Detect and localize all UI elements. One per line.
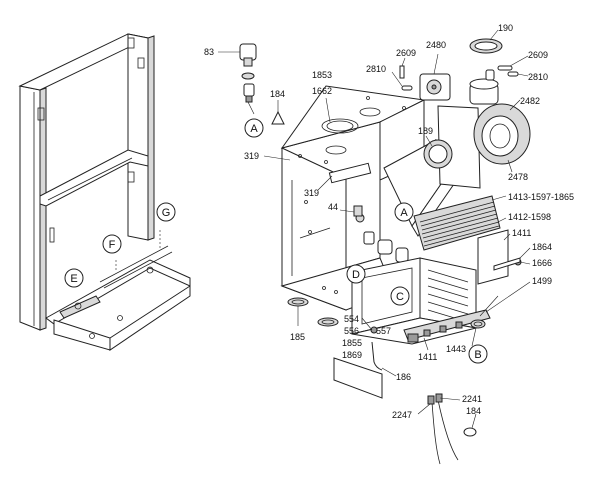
label-554: 554 <box>344 314 359 324</box>
label-1411-bottom: 1411 <box>418 352 437 362</box>
label-2482: 2482 <box>520 96 540 106</box>
callout-c: C <box>390 286 410 306</box>
small-parts <box>239 43 477 465</box>
label-557: 557 <box>376 326 391 336</box>
label-1413-1597-1865: 1413-1597-1865 <box>508 192 574 202</box>
label-184-bottom: 184 <box>466 406 481 416</box>
label-189: 189 <box>418 126 433 136</box>
label-2241: 2241 <box>462 394 482 404</box>
label-1869: 1869 <box>342 350 362 360</box>
svg-text:C: C <box>396 291 404 303</box>
svg-text:A: A <box>400 207 408 219</box>
svg-text:D: D <box>352 269 360 281</box>
label-2247: 2247 <box>392 410 412 420</box>
callout-d: D <box>346 264 366 284</box>
label-186: 186 <box>396 372 411 382</box>
label-190: 190 <box>498 23 513 33</box>
label-319-left: 319 <box>244 151 259 161</box>
label-556: 556 <box>344 326 359 336</box>
label-1662: 1662 <box>312 86 332 96</box>
callout-b: B <box>468 344 488 364</box>
label-1853: 1853 <box>312 70 332 80</box>
svg-text:A: A <box>250 123 258 135</box>
label-2480: 2480 <box>426 40 446 50</box>
label-1411-right: 1411 <box>512 228 531 238</box>
callout-e: E <box>64 268 84 288</box>
leader-lines <box>218 29 531 429</box>
label-184-top: 184 <box>270 89 285 99</box>
label-2609-right: 2609 <box>528 50 548 60</box>
label-2810-right: 2810 <box>528 72 548 82</box>
label-2609-left: 2609 <box>396 48 416 58</box>
callout-f: F <box>102 234 122 254</box>
label-1499: 1499 <box>532 276 552 286</box>
label-44: 44 <box>328 202 338 212</box>
svg-text:B: B <box>474 349 481 361</box>
blower-assembly <box>399 38 531 189</box>
svg-text:E: E <box>70 273 77 285</box>
label-319-inner: 319 <box>304 188 319 198</box>
svg-text:F: F <box>109 239 116 251</box>
label-185: 185 <box>290 332 305 342</box>
frame-chassis <box>18 33 191 351</box>
callout-g: G <box>156 202 176 222</box>
label-1443: 1443 <box>446 344 466 354</box>
label-1855: 1855 <box>342 338 362 348</box>
svg-text:G: G <box>162 207 171 219</box>
label-83: 83 <box>204 47 214 57</box>
label-1666: 1666 <box>532 258 552 268</box>
callout-a-hood: A <box>394 202 414 222</box>
label-1864: 1864 <box>532 242 552 252</box>
burner-assembly <box>351 257 491 345</box>
callout-a-top: A <box>244 118 264 138</box>
label-2478: 2478 <box>508 172 528 182</box>
label-2810-left: 2810 <box>366 64 386 74</box>
label-1412-1598: 1412-1598 <box>508 212 551 222</box>
callouts: A A D C B E F G <box>64 118 488 364</box>
part-labels: 83 184 1853 1662 2609 2810 2480 190 2609… <box>204 23 574 420</box>
boiler-casing <box>280 85 455 311</box>
